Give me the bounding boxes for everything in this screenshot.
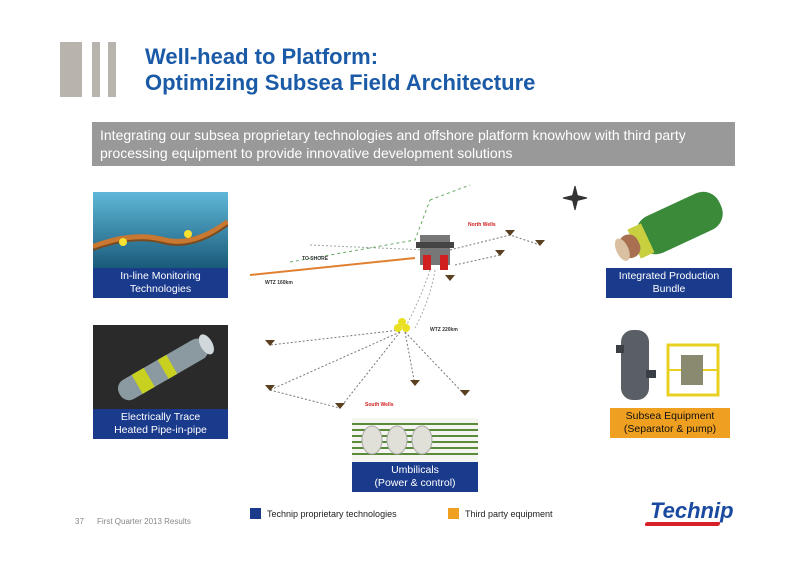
heated-pipe-line1: Electrically Trace	[120, 411, 201, 423]
slide-title-line2: Optimizing Subsea Field Architecture	[145, 70, 536, 95]
subsea-equipment-line1: Subsea Equipment	[625, 410, 715, 422]
technip-logo-swoosh	[644, 522, 721, 526]
subsea-equipment-line2: (Separator & pump)	[623, 423, 717, 435]
inline-monitoring-image	[93, 192, 228, 268]
to-shore-label: TO SHORE	[302, 256, 329, 262]
inline-monitoring-line1: In-line Monitoring	[120, 270, 201, 282]
subsea-equipment-caption: Subsea Equipment(Separator & pump)	[610, 408, 730, 438]
slide-title-line1: Well-head to Platform:	[145, 44, 379, 69]
production-bundle-image	[606, 190, 732, 268]
umbilicals-image	[352, 418, 478, 463]
subsea-equipment-image	[606, 315, 732, 408]
legend-third-party-label: Third party equipment	[465, 509, 553, 519]
heated-pipe-line2: Heated Pipe-in-pipe	[114, 424, 207, 436]
north-wells-label: North Wells	[468, 222, 496, 228]
legend-proprietary-swatch	[250, 508, 261, 519]
umbilicals-caption: Umbilicals(Power & control)	[352, 462, 478, 492]
umbilicals-line2: (Power & control)	[374, 477, 456, 489]
south-wells-label: South Wells	[365, 402, 394, 408]
technip-logo: Technip	[650, 498, 734, 523]
legend-third-party-swatch	[448, 508, 459, 519]
legend-proprietary-label: Technip proprietary technologies	[267, 509, 397, 519]
page-number: 37	[75, 517, 84, 526]
umbilicals-line1: Umbilicals	[391, 464, 439, 476]
slide-title: Well-head to Platform: Optimizing Subsea…	[145, 44, 535, 96]
heated-pipe-image	[93, 325, 228, 410]
subtitle-banner: Integrating our subsea proprietary techn…	[92, 122, 735, 166]
inline-monitoring-line2: Technologies	[129, 283, 192, 295]
field-architecture-diagram: North Wells South Wells TO SHORE WTZ 160…	[240, 180, 610, 425]
route-label-b: WTZ 220km	[430, 327, 458, 333]
footer-report-title: First Quarter 2013 Results	[97, 517, 191, 526]
route-label-a: WTZ 160km	[265, 280, 293, 286]
production-bundle-line2: Bundle	[652, 283, 686, 295]
production-bundle-line1: Integrated Production	[618, 270, 720, 282]
